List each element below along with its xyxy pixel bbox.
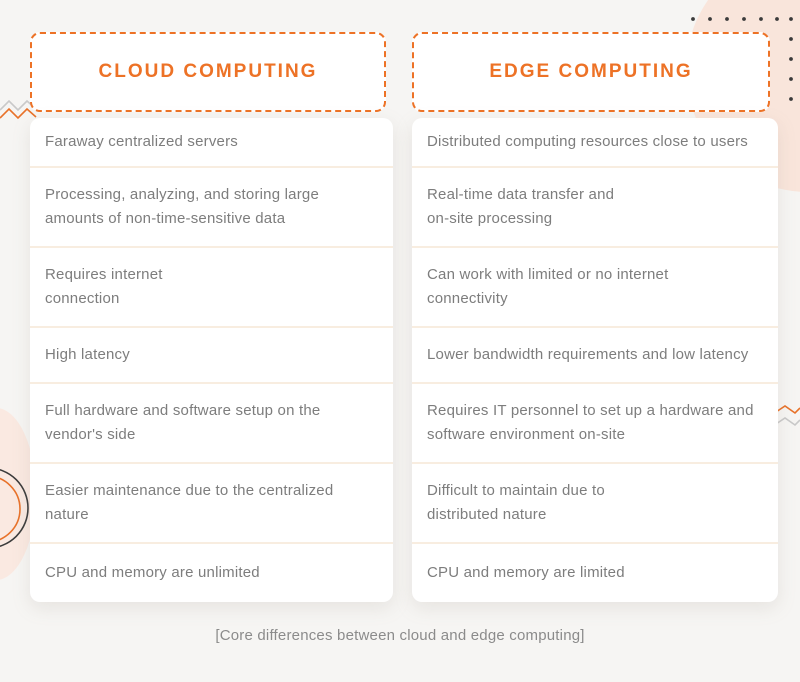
row-text: Lower bandwidth requirements and low lat… — [427, 346, 749, 363]
edge-computing-title: EDGE COMPUTING — [489, 61, 693, 82]
row-text: Processing, analyzing, and storing large… — [45, 186, 319, 227]
row-text: Can work with limited or no internet con… — [427, 266, 669, 307]
row-text: Requires internet connection — [45, 266, 163, 307]
dot-grid-decoration — [691, 17, 793, 101]
table-row: Distributed computing resources close to… — [412, 118, 778, 168]
row-text: Requires IT personnel to set up a hardwa… — [427, 402, 754, 443]
row-text: Faraway centralized servers — [45, 133, 238, 150]
concentric-circles-decoration — [0, 469, 29, 547]
edge-computing-header-box: EDGE COMPUTING — [412, 32, 770, 112]
table-row: Requires IT personnel to set up a hardwa… — [412, 384, 778, 464]
row-text: CPU and memory are unlimited — [45, 564, 260, 581]
edge-computing-card: Distributed computing resources close to… — [412, 118, 778, 602]
table-row: Can work with limited or no internet con… — [412, 248, 778, 328]
table-row: Processing, analyzing, and storing large… — [30, 168, 393, 248]
table-row: High latency — [30, 328, 393, 384]
table-row: Requires internet connection — [30, 248, 393, 328]
row-text: Distributed computing resources close to… — [427, 133, 749, 150]
cloud-computing-card: Faraway centralized servers Processing, … — [30, 118, 393, 602]
cloud-computing-header-box: CLOUD COMPUTING — [30, 32, 386, 112]
row-text: Difficult to maintain due to distributed… — [427, 482, 605, 523]
table-row: CPU and memory are unlimited — [30, 544, 393, 602]
row-text: Full hardware and software setup on the … — [45, 402, 321, 443]
cloud-computing-title: CLOUD COMPUTING — [98, 61, 318, 82]
table-row: Difficult to maintain due to distributed… — [412, 464, 778, 544]
figure-caption: [Core differences between cloud and edge… — [215, 627, 585, 644]
table-row: CPU and memory are limited — [412, 544, 778, 602]
table-row: Lower bandwidth requirements and low lat… — [412, 328, 778, 384]
table-row: Full hardware and software setup on the … — [30, 384, 393, 464]
table-row: Faraway centralized servers — [30, 118, 393, 168]
table-row: Real-time data transfer and on-site proc… — [412, 168, 778, 248]
row-text: High latency — [45, 346, 130, 363]
row-text: Real-time data transfer and on-site proc… — [427, 186, 615, 227]
table-row: Easier maintenance due to the centralize… — [30, 464, 393, 544]
row-text: Easier maintenance due to the centralize… — [45, 482, 334, 523]
row-text: CPU and memory are limited — [427, 564, 625, 581]
